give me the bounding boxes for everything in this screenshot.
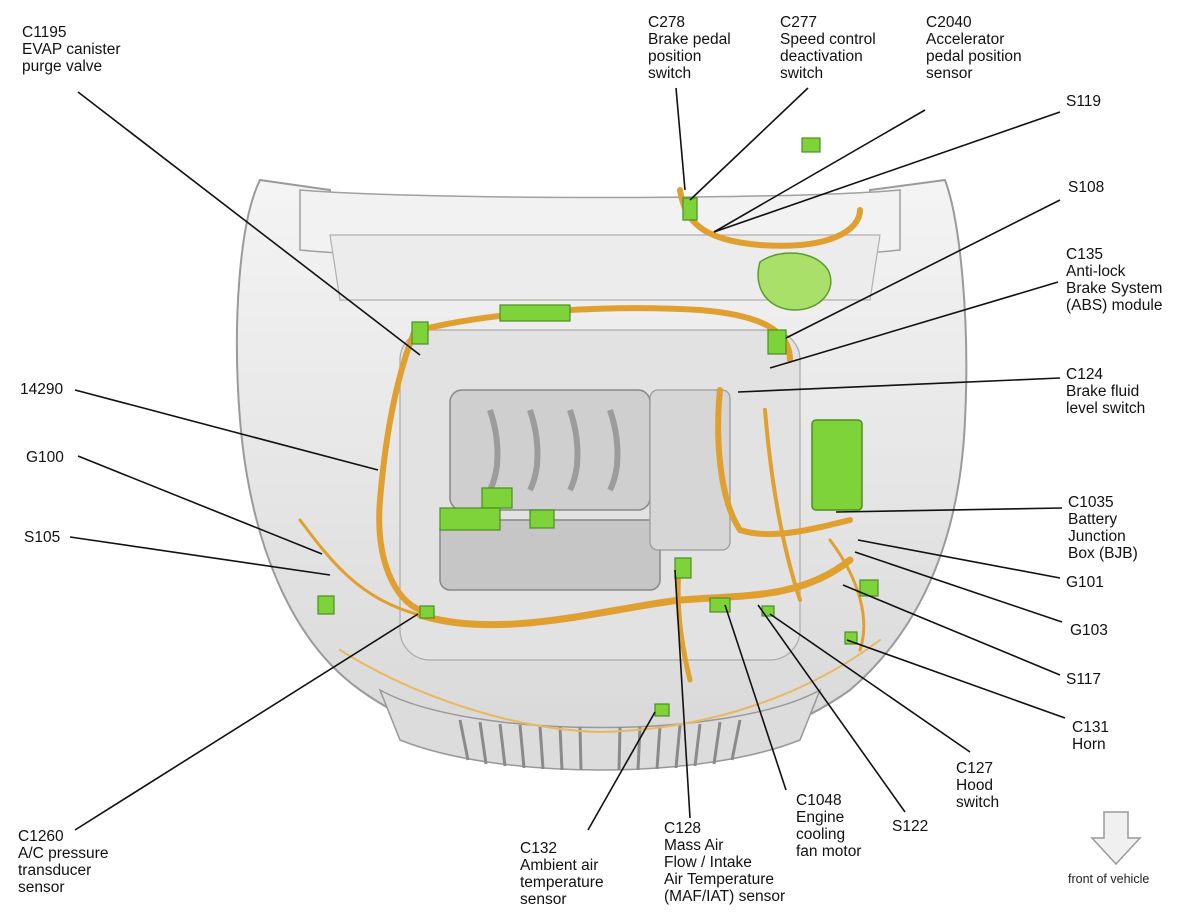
grille	[458, 719, 742, 771]
leader-lines	[69, 87, 1066, 831]
callout-g103: G103	[1070, 622, 1108, 639]
leader-c128	[674, 569, 691, 819]
leader-c277	[689, 87, 809, 201]
leader-s105	[69, 536, 331, 576]
leader-c278	[675, 87, 686, 191]
air-box	[649, 389, 731, 551]
callout-14290: 14290	[20, 381, 64, 398]
callout-s117: S117	[1066, 671, 1102, 688]
front-arrow-icon	[1090, 811, 1142, 866]
engine	[439, 252, 863, 591]
leader-c1048	[724, 604, 787, 791]
bumper	[378, 688, 822, 771]
leader-c131	[846, 639, 1066, 719]
leader-14290	[74, 389, 379, 471]
leader-c1195	[77, 91, 421, 356]
leader-c2040	[713, 109, 926, 233]
callout-s108: S108	[1068, 179, 1105, 196]
callout-g100: G100	[26, 449, 64, 466]
leader-c124	[737, 377, 1061, 393]
battery-junction-box	[811, 419, 863, 511]
leader-c132	[587, 711, 656, 831]
callout-s105: S105	[24, 529, 61, 546]
leader-s122	[757, 604, 906, 813]
front-of-vehicle-label: front of vehicle	[1068, 872, 1150, 886]
leader-c135	[769, 281, 1059, 369]
leader-g103	[854, 551, 1063, 623]
leader-c1260	[74, 613, 419, 831]
callout-g101: G101	[1066, 574, 1104, 591]
leader-g101	[857, 539, 1061, 579]
connectors	[317, 137, 879, 717]
cowl-panel	[329, 234, 881, 301]
leader-g100	[77, 455, 323, 555]
leader-s108	[785, 199, 1061, 339]
callout-s122: S122	[892, 818, 929, 835]
leader-s117	[842, 584, 1061, 676]
leader-c1035	[835, 507, 1063, 513]
abs-module	[757, 252, 832, 311]
callout-s119: S119	[1066, 93, 1102, 110]
leader-s119	[713, 111, 1061, 233]
leader-c127	[769, 613, 971, 753]
intake-runners	[487, 409, 621, 492]
